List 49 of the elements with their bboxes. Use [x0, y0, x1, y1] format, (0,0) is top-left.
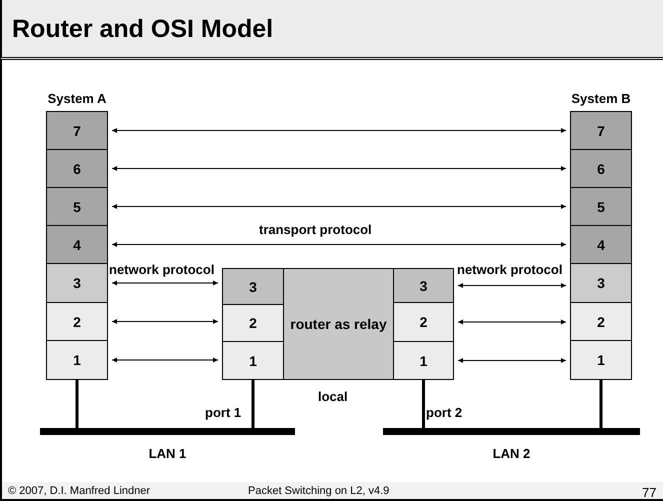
- osi-layer: 6: [46, 149, 108, 188]
- osi-layer: 2: [46, 302, 108, 341]
- connection-line: [76, 380, 78, 428]
- osi-layer: 2: [222, 304, 284, 342]
- osi-layer: 1: [46, 340, 108, 380]
- osi-layer: 3: [393, 268, 454, 303]
- osi-layer: 5: [46, 187, 108, 226]
- osi-layer: 4: [570, 225, 632, 264]
- double-arrow: [112, 319, 218, 324]
- edge-label: network protocol: [456, 262, 564, 277]
- lan-label: LAN 1: [148, 446, 188, 461]
- double-arrow: [112, 166, 566, 171]
- connection-line: [600, 380, 602, 428]
- lan-label: LAN 2: [492, 446, 532, 461]
- footer-copyright: © 2007, D.I. Manfred Lindner: [8, 485, 150, 497]
- osi-layer: 2: [393, 302, 454, 342]
- double-arrow: [458, 358, 566, 363]
- osi-layer: 2: [570, 302, 632, 341]
- double-arrow: [458, 320, 566, 324]
- double-arrow: [112, 242, 566, 247]
- osi-layer: 7: [46, 111, 108, 150]
- double-arrow: [112, 204, 566, 209]
- double-arrow: [458, 283, 566, 288]
- double-arrow: [112, 280, 218, 286]
- note-label: local: [318, 389, 348, 404]
- system-heading: System A: [46, 91, 108, 106]
- osi-layer: 1: [570, 340, 632, 380]
- system-heading: System B: [570, 91, 632, 106]
- page-number: 77: [642, 485, 656, 500]
- edge-label: network protocol: [108, 262, 216, 277]
- osi-layer: 1: [222, 341, 284, 380]
- osi-layer: 1: [393, 341, 454, 380]
- osi-layer: 3: [570, 263, 632, 303]
- osi-layer: 3: [222, 268, 284, 305]
- edge-label: port 1: [204, 405, 242, 420]
- osi-layer: 4: [46, 225, 108, 264]
- osi-layer: 6: [570, 149, 632, 188]
- connection-line: [252, 380, 254, 428]
- footer-title: Packet Switching on L2, v4.9: [248, 485, 390, 497]
- osi-layer: 5: [570, 187, 632, 226]
- osi-layer: 7: [570, 111, 632, 150]
- osi-layer: 3: [46, 263, 108, 303]
- edge-label: transport protocol: [258, 222, 373, 237]
- connection-line: [422, 380, 425, 428]
- edge-label: port 2: [425, 405, 464, 420]
- double-arrow: [112, 128, 566, 133]
- relay-box: router as relay: [283, 268, 394, 380]
- slide-title: Router and OSI Model: [12, 15, 274, 44]
- double-arrow: [112, 358, 218, 362]
